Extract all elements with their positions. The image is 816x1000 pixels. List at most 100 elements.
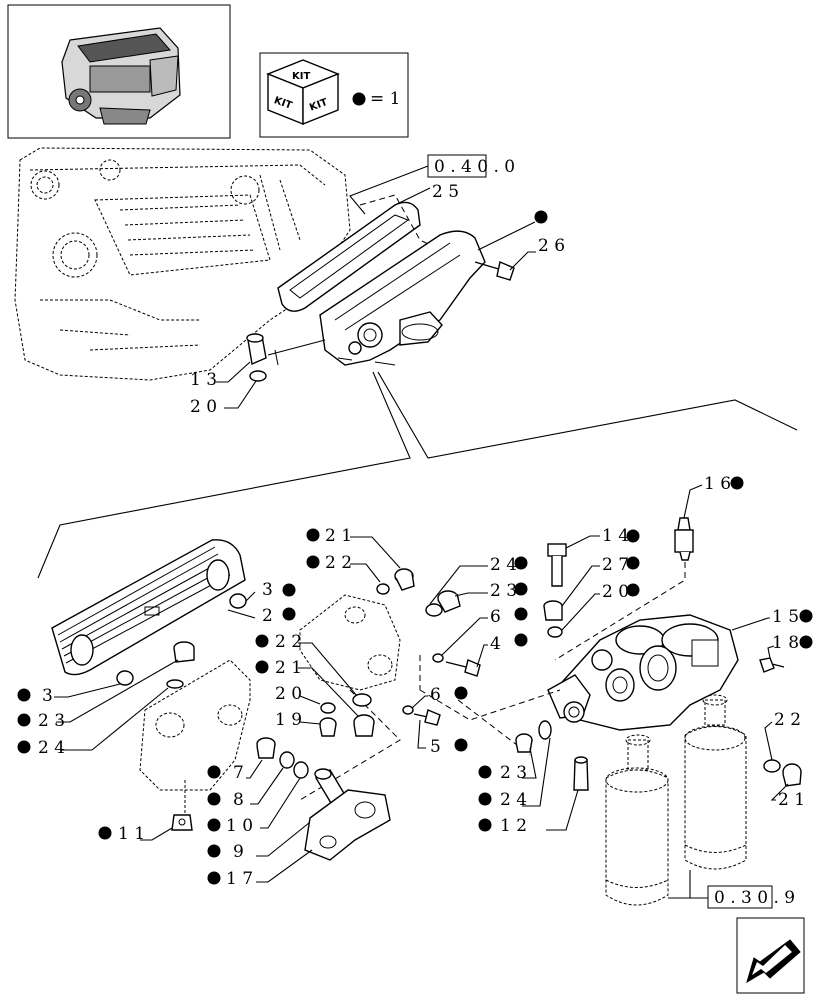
- bolt-26[interactable]: [474, 261, 515, 281]
- kit-bullet-icon: [626, 556, 640, 570]
- plug-23-c[interactable]: [515, 733, 533, 753]
- bolt-4[interactable]: [445, 659, 481, 677]
- label-19: 1 9: [275, 710, 302, 730]
- label-18: 1 8: [772, 633, 799, 653]
- oring-24-left[interactable]: [166, 679, 184, 689]
- washer-20-top[interactable]: [249, 370, 267, 382]
- oring-3-right[interactable]: [229, 593, 247, 609]
- next-page-button[interactable]: [736, 917, 805, 994]
- filter-head-ghost: [299, 594, 401, 691]
- label-27: 2 7: [602, 555, 629, 575]
- washer-22-b[interactable]: [352, 693, 372, 707]
- kit-bullet-icon: [478, 765, 492, 779]
- engine-icon: [61, 27, 181, 125]
- plug-23-a[interactable]: [437, 590, 461, 613]
- plug-27[interactable]: [543, 600, 563, 621]
- label-14: 1 4: [602, 526, 629, 546]
- zoom-line-left: [37, 371, 411, 579]
- kit-bullet-icon: [514, 582, 528, 596]
- engine-thumbnail[interactable]: [7, 4, 231, 139]
- kit-bullet-icon: [454, 738, 468, 752]
- plug-19[interactable]: [319, 717, 337, 737]
- label-12: 1 2: [500, 816, 527, 836]
- sensor-14[interactable]: [547, 543, 567, 587]
- ref-030-box[interactable]: 0 . 3 0 . 9: [668, 870, 795, 909]
- kit-bullet-icon: [17, 740, 31, 754]
- label-21-a: 2 1: [325, 526, 352, 546]
- oring-3-left[interactable]: [116, 670, 134, 686]
- kit-bullet-icon: [207, 871, 221, 885]
- kit-bullet-icon: [98, 826, 112, 840]
- washer-20-r[interactable]: [547, 626, 563, 638]
- arrow-left-down-icon: [746, 939, 801, 984]
- filter-head-15[interactable]: [547, 614, 739, 731]
- label-5: 5: [430, 737, 441, 757]
- label-22-c: 2 2: [774, 710, 801, 730]
- kit-bullet-icon: [207, 818, 221, 832]
- fitting-12[interactable]: [573, 756, 589, 791]
- label-20-b: 2 0: [275, 684, 302, 704]
- washer-6-a[interactable]: [432, 653, 444, 663]
- label-3-left: 3: [42, 686, 53, 706]
- kit-bullet-icon: [282, 607, 296, 621]
- label-6-a: 6: [490, 607, 501, 627]
- label-24-left: 2 4: [38, 738, 65, 758]
- kit-bullet-icon: [306, 528, 320, 542]
- washer-20-b[interactable]: [320, 702, 336, 714]
- label-3-right: 3: [262, 580, 273, 600]
- gasket-25[interactable]: [277, 194, 441, 312]
- kit-bullet-icon: [255, 660, 269, 674]
- label-6-b: 6: [430, 685, 441, 705]
- sensor-16[interactable]: [674, 517, 694, 561]
- plug-21-c[interactable]: [782, 763, 802, 787]
- washer-22-c[interactable]: [763, 759, 781, 773]
- ref-030-text: 0 . 3 0 . 9: [714, 888, 795, 908]
- oil-cooler-element[interactable]: [51, 539, 246, 676]
- plug-21-a[interactable]: [394, 568, 415, 591]
- oring-24-a[interactable]: [425, 603, 443, 617]
- filter-cartridge-front[interactable]: [605, 734, 669, 906]
- kit-bullet-icon: [799, 609, 813, 623]
- label-21-c: 2 1: [778, 790, 805, 810]
- plug-13[interactable]: [246, 333, 267, 365]
- kit-bullet-icon: [17, 713, 31, 727]
- ref-040-box[interactable]: 0 . 4 0 . 0: [349, 154, 515, 215]
- engine-block-outline: [14, 147, 351, 381]
- kit-bullet-icon: [255, 634, 269, 648]
- filter-cartridge-rear[interactable]: [684, 694, 747, 870]
- plug-7[interactable]: [256, 737, 276, 759]
- label-23-left: 2 3: [38, 711, 65, 731]
- ring-10[interactable]: [293, 761, 309, 779]
- kit-bullet-icon: [207, 792, 221, 806]
- label-20-top: 2 0: [190, 397, 217, 417]
- kit-legend-text: = 1: [370, 89, 400, 109]
- label-4: 4: [490, 634, 501, 654]
- washer-6-b[interactable]: [402, 705, 414, 715]
- kit-bullet-icon: [534, 210, 548, 224]
- bolt-18[interactable]: [759, 657, 785, 673]
- label-8: 8: [233, 790, 244, 810]
- label-25: 2 5: [432, 182, 459, 202]
- sensor-11[interactable]: [171, 814, 193, 831]
- plug-21-b[interactable]: [353, 714, 375, 737]
- washer-22-a[interactable]: [376, 583, 390, 595]
- label-20-r: 2 0: [602, 582, 629, 602]
- ref-040-text: 0 . 4 0 . 0: [434, 157, 515, 177]
- kit-bullet-icon: [514, 607, 528, 621]
- label-21-b: 2 1: [275, 658, 302, 678]
- bolt-5[interactable]: [413, 709, 441, 726]
- oring-24-c[interactable]: [538, 720, 552, 740]
- oil-cooler-housing-top[interactable]: [319, 230, 486, 366]
- gasket-17[interactable]: [304, 789, 391, 861]
- label-16: 1 6: [704, 474, 731, 494]
- label-26: 2 6: [538, 236, 565, 256]
- ring-8[interactable]: [279, 751, 295, 769]
- label-17: 1 7: [226, 869, 253, 889]
- label-24-a: 2 4: [490, 555, 517, 575]
- kit-cube-top: KIT: [292, 71, 310, 82]
- label-13-top: 1 3: [190, 370, 217, 390]
- cooler-cover-ghost: [139, 659, 251, 815]
- plug-23-left[interactable]: [173, 641, 195, 663]
- label-7: 7: [233, 763, 244, 783]
